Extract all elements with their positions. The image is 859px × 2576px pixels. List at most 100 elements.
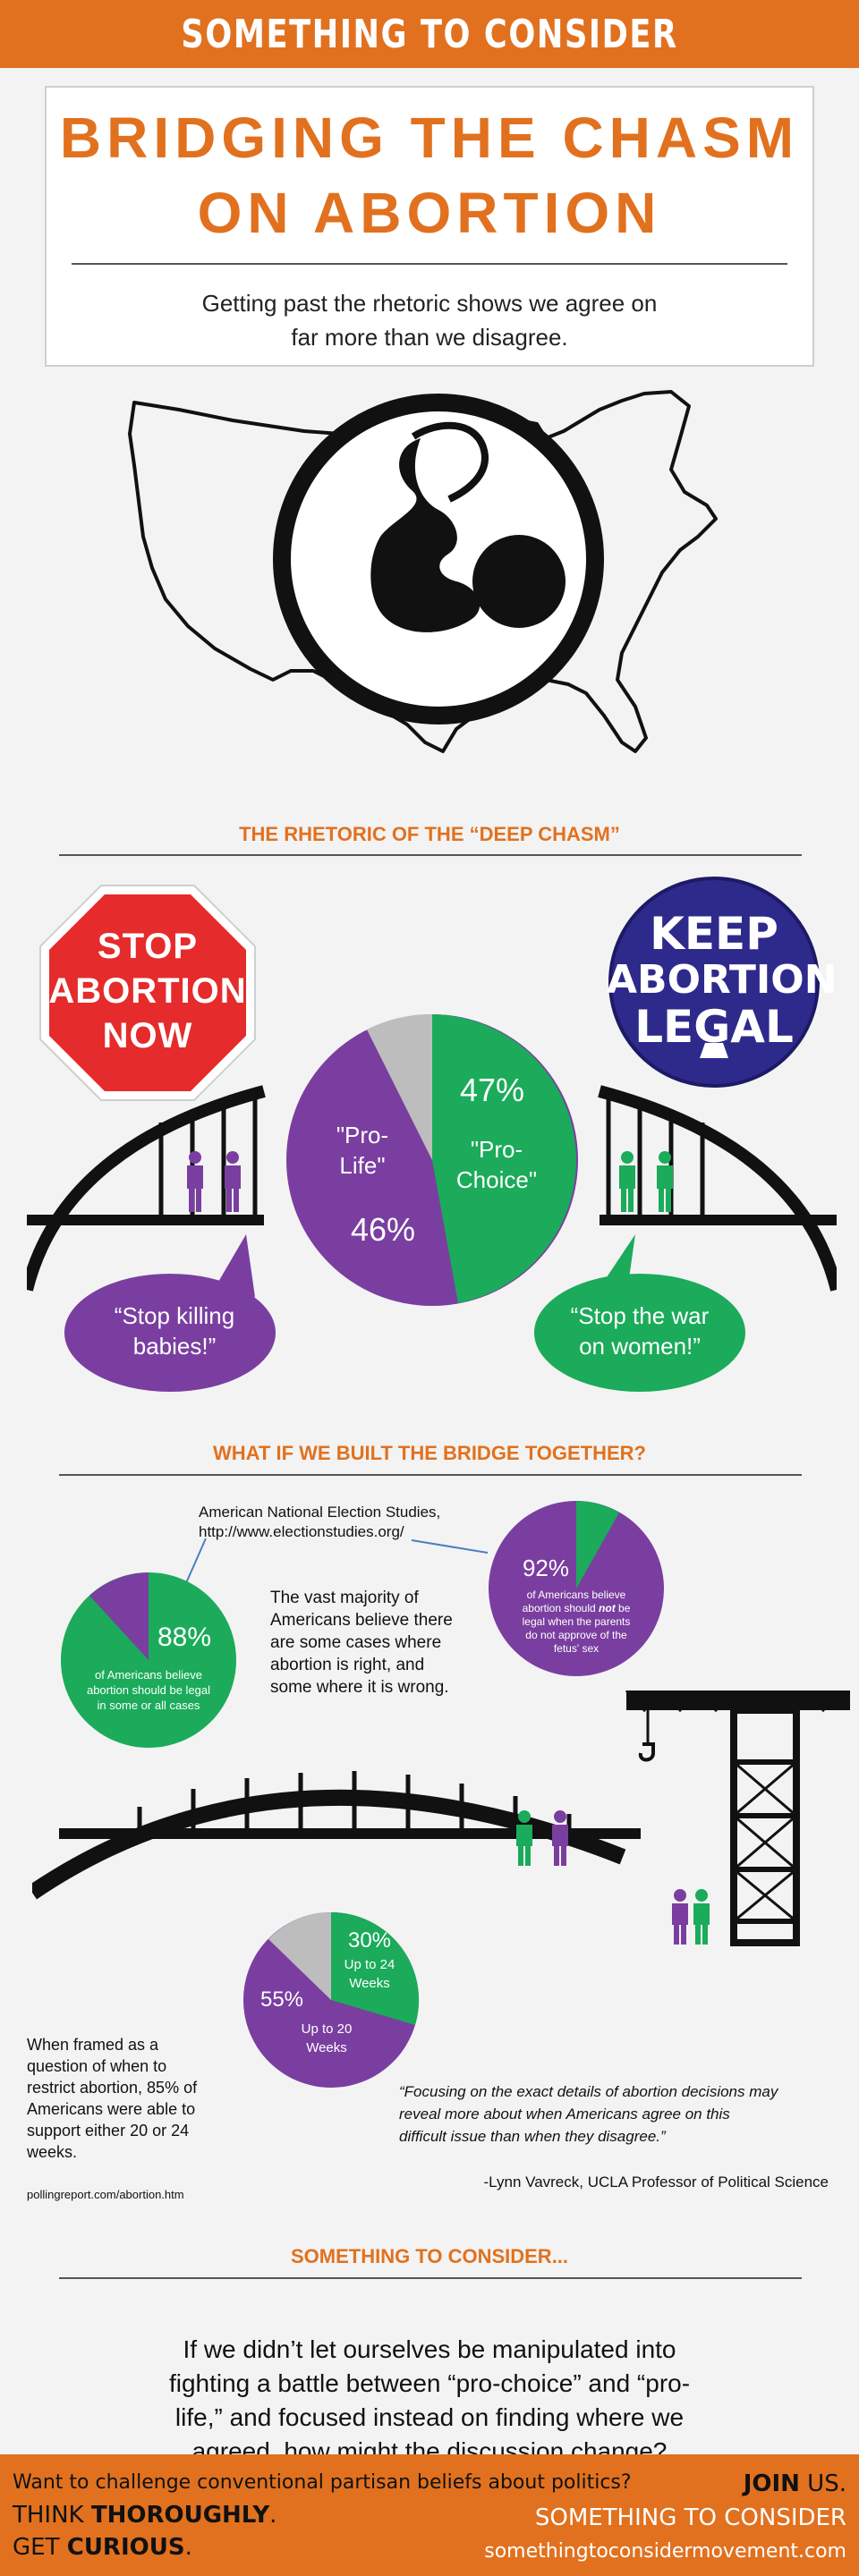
quote-attribution: -Lynn Vavreck, UCLA Professor of Politic…: [483, 2174, 829, 2190]
pie-30-value: 30%: [347, 1928, 392, 1953]
legal-word: LEGAL: [634, 1001, 794, 1053]
bubble-right-line-2: on women!”: [579, 1333, 701, 1360]
source-anes: American National Election Studies, http…: [199, 1503, 521, 1542]
pie-88-percent: [61, 1572, 236, 1748]
quote-line-1: “Focusing on the exact details of aborti…: [399, 2083, 778, 2100]
footer-website-link[interactable]: somethingtoconsidermovement.com: [484, 2540, 846, 2563]
consider-line-2: fighting a battle between “pro-choice” a…: [168, 2369, 691, 2397]
pie-55-value: 55%: [259, 1987, 304, 2012]
page-title: BRIDGING THE CHASM ON ABORTION: [47, 100, 812, 250]
majority-line-5: some where it is wrong.: [270, 1678, 449, 1697]
pie-55-label-line-2: Weeks: [306, 2040, 347, 2055]
join-word: JOIN: [743, 2470, 800, 2497]
framed-line-6: weeks.: [27, 2143, 78, 2161]
pie-30-label: Up to 24 Weeks: [329, 1955, 410, 1993]
curious-word: CURIOUS: [66, 2534, 185, 2561]
stop-word: STOP: [97, 927, 199, 966]
pie-weeks: [243, 1912, 420, 2088]
framed-line-4: Americans were able to: [27, 2100, 196, 2118]
pie-92-percent: [489, 1501, 664, 1676]
pie-slice-pro-choice: [432, 1014, 576, 1303]
title-divider: [72, 263, 787, 265]
majority-text: The vast majority of Americans believe t…: [270, 1587, 485, 1699]
majority-line-3: are some cases where: [270, 1633, 442, 1652]
subtitle-line-2: far more than we disagree.: [291, 324, 568, 351]
source-pollingreport: pollingreport.com/abortion.htm: [27, 2188, 184, 2201]
quote-line-2: reveal more about when Americans agree o…: [399, 2106, 730, 2123]
bubble-right-text: “Stop the war on women!”: [537, 1301, 743, 1361]
thoroughly-word: THOROUGHLY: [90, 2502, 270, 2529]
pie-88-desc-line-3: in some or all cases: [97, 1699, 200, 1712]
pie-55-label-line-1: Up to 20: [301, 2021, 353, 2037]
section-heading-something-to-consider: SOMETHING TO CONSIDER...: [290, 2245, 569, 2267]
stop-sign-text: STOP ABORTION NOW: [36, 924, 259, 1058]
framed-line-3: restrict abortion, 85% of: [27, 2079, 198, 2097]
majority-line-4: abortion is right, and: [270, 1656, 425, 1674]
people-on-bridge: [516, 1810, 568, 1866]
pro-life-label-line-1: "Pro-: [336, 1122, 389, 1148]
pie-92-desc-2a: abortion should: [522, 1602, 600, 1614]
period-1: .: [269, 2502, 277, 2529]
crane-illustration: [625, 1690, 850, 1946]
join-us-line: JOIN US.: [484, 2467, 846, 2501]
pie-55-label: Up to 20 Weeks: [286, 2020, 367, 2057]
majority-line-1: The vast majority of: [270, 1589, 419, 1607]
title-line-2: ON ABORTION: [197, 181, 662, 245]
bubble-left-line-1: “Stop killing: [114, 1302, 235, 1329]
footer-brand: SOMETHING TO CONSIDER: [534, 2504, 846, 2531]
speech-bubble-right: [534, 1234, 745, 1392]
framed-line-5: support either 20 or 24: [27, 2122, 190, 2140]
pie-30-label-line-1: Up to 24: [344, 1957, 395, 1972]
source-anes-line-1: American National Election Studies,: [199, 1504, 441, 1521]
subtitle-line-1: Getting past the rhetoric shows we agree…: [201, 290, 658, 317]
pro-life-label: "Pro- Life": [313, 1120, 412, 1181]
pie-88-desc-line-2: abortion should be legal: [86, 1683, 211, 1697]
think-word: THINK: [13, 2502, 91, 2529]
person-icons-green: [619, 1151, 673, 1212]
speech-bubble-left: [64, 1234, 276, 1392]
pie-92-value: 92%: [522, 1555, 570, 1581]
get-word: GET: [13, 2534, 67, 2561]
us-word: US.: [799, 2470, 846, 2497]
source-anes-line-2: http://www.electionstudies.org/: [199, 1523, 404, 1540]
abortion-word-2: ABORTION: [607, 957, 838, 1003]
consider-text: If we didn’t let ourselves be manipulate…: [72, 2333, 787, 2469]
period-2: .: [184, 2534, 192, 2561]
pie-88-desc-line-1: of Americans believe: [95, 1668, 202, 1682]
pie-92-desc-line-2: abortion should not be: [499, 1602, 653, 1615]
footer-left-line-1: Want to challenge conventional partisan …: [13, 2471, 632, 2494]
footer-banner: Want to challenge conventional partisan …: [0, 2454, 859, 2576]
pie-30-label-line-2: Weeks: [349, 1976, 390, 1991]
footer-left-line-2: THINK THOROUGHLY.: [13, 2499, 632, 2531]
footer-call-to-action: Want to challenge conventional partisan …: [13, 2467, 632, 2563]
people-near-crane: [672, 1889, 710, 1945]
pie-92-desc-line-1: of Americans believe: [526, 1589, 626, 1601]
vavreck-quote: “Focusing on the exact details of aborti…: [399, 2080, 846, 2148]
pro-choice-percent: 47%: [459, 1072, 525, 1108]
pie-92-desc-line-3: legal when the parents: [522, 1615, 631, 1628]
framed-question-text: When framed as a question of when to res…: [27, 2034, 251, 2163]
pie-92-desc-2b: not: [599, 1602, 616, 1614]
pro-life-label-line-2: Life": [339, 1152, 386, 1179]
pro-life-percent: 46%: [350, 1211, 416, 1248]
keep-abortion-legal-badge: [608, 877, 820, 1088]
pro-choice-label: "Pro- Choice": [438, 1134, 555, 1195]
pie-92-desc: of Americans believe abortion should not…: [499, 1589, 653, 1656]
section-heading-build-bridge: WHAT IF WE BUILT THE BRIDGE TOGETHER?: [213, 1442, 646, 1464]
pro-choice-label-line-2: Choice": [455, 1166, 538, 1193]
left-bridge: [27, 1085, 266, 1292]
keep-legal-text: KEEP ABORTION LEGAL: [607, 908, 838, 1053]
consider-line-3: life,” and focused instead on finding wh…: [174, 2403, 685, 2431]
section-divider-3: [59, 2277, 802, 2279]
brand-title: SOMETHING TO CONSIDER: [181, 11, 678, 57]
stop-sign: [39, 885, 256, 1101]
consider-line-1: If we didn’t let ourselves be manipulate…: [183, 2335, 676, 2363]
bubble-left-line-2: babies!”: [132, 1333, 217, 1360]
framed-line-2: question of when to: [27, 2057, 167, 2075]
footer-left-line-3: GET CURIOUS.: [13, 2531, 632, 2563]
pro-choice-label-line-1: "Pro-: [470, 1136, 523, 1163]
quote-line-3: difficult issue than when they disagree.…: [399, 2128, 666, 2145]
keep-word: KEEP: [650, 908, 778, 960]
pie-92-desc-line-4: do not approve of the: [525, 1629, 627, 1641]
pie-92-desc-2c: be: [615, 1602, 631, 1614]
